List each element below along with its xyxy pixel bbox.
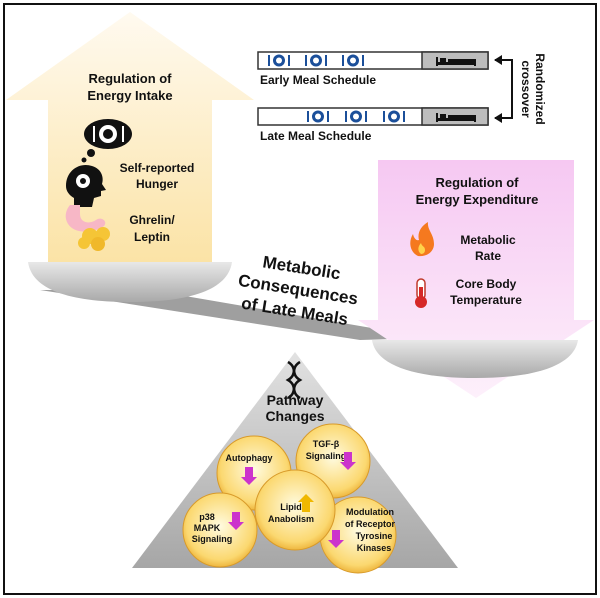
meal-icon <box>383 110 405 123</box>
receptor-tyrosine-kinase-label-3: Tyrosine <box>356 531 393 541</box>
p38-mapk-label: p38 <box>199 512 215 522</box>
meal-icon <box>305 54 327 67</box>
energy-intake-title: Regulation of <box>88 71 172 86</box>
autophagy-label: Autophagy <box>226 453 273 463</box>
hormones-label-2: Leptin <box>134 230 170 244</box>
p38-mapk-label-2: MAPK <box>194 523 221 533</box>
late-schedule-label: Late Meal Schedule <box>260 129 372 143</box>
receptor-tyrosine-kinase-label-4: Kinases <box>357 543 392 553</box>
p38-mapk-cell <box>182 492 258 568</box>
down-arrow-icon <box>241 467 257 485</box>
down-arrow-icon <box>328 530 344 548</box>
up-arrow-icon <box>298 494 314 512</box>
meal-thought-icon <box>81 119 132 163</box>
stomach-fat-icon <box>65 205 110 251</box>
pathway-title-2: Changes <box>265 408 324 424</box>
meal-icon <box>268 54 290 67</box>
hunger-label-2: Hunger <box>136 177 178 191</box>
crossover-bracket <box>494 55 513 123</box>
lipid-anabolism-cell <box>254 469 336 551</box>
meal-icon <box>345 110 367 123</box>
thermometer-icon <box>415 278 427 308</box>
lipid-anabolism-label: Lipid <box>280 502 302 512</box>
bed-icon <box>436 113 476 122</box>
receptor-tyrosine-kinase-label: Modulation <box>346 507 394 517</box>
tgf-beta-label: TGF-β <box>313 439 340 449</box>
p38-mapk-label-3: Signaling <box>192 534 233 544</box>
metabolic-rate-label: Metabolic <box>460 233 516 247</box>
meal-icon <box>307 110 329 123</box>
metabolic-rate-label-2: Rate <box>475 249 501 263</box>
hunger-label: Self-reported <box>120 161 195 175</box>
flame-icon <box>410 222 434 257</box>
body-temperature-label: Core Body <box>456 277 517 291</box>
bed-icon <box>436 57 476 66</box>
early-schedule-label: Early Meal Schedule <box>260 73 376 87</box>
energy-expenditure-title-2: Energy Expenditure <box>416 192 539 207</box>
tgf-beta-label-2: Signaling <box>306 451 347 461</box>
receptor-tyrosine-kinase-label-2: of Receptor <box>345 519 396 529</box>
down-arrow-icon <box>340 452 356 470</box>
energy-expenditure-arrow <box>358 160 594 398</box>
dna-icon <box>285 360 303 400</box>
left-scale-pan <box>28 262 232 302</box>
lipid-anabolism-label-2: Anabolism <box>268 514 314 524</box>
crossover-label-2: crossover <box>519 60 533 118</box>
down-arrow-icon <box>228 512 244 530</box>
crossover-label: Randomized <box>533 53 547 124</box>
head-brain-icon <box>66 164 106 207</box>
energy-expenditure-title: Regulation of <box>435 175 519 190</box>
energy-intake-title-2: Energy Intake <box>87 88 172 103</box>
body-temperature-label-2: Temperature <box>450 293 522 307</box>
hormones-label: Ghrelin/ <box>129 213 175 227</box>
meal-icon <box>342 54 364 67</box>
right-scale-pan <box>372 340 578 378</box>
scale-beam <box>40 290 430 340</box>
pathway-title: Pathway <box>267 392 324 408</box>
